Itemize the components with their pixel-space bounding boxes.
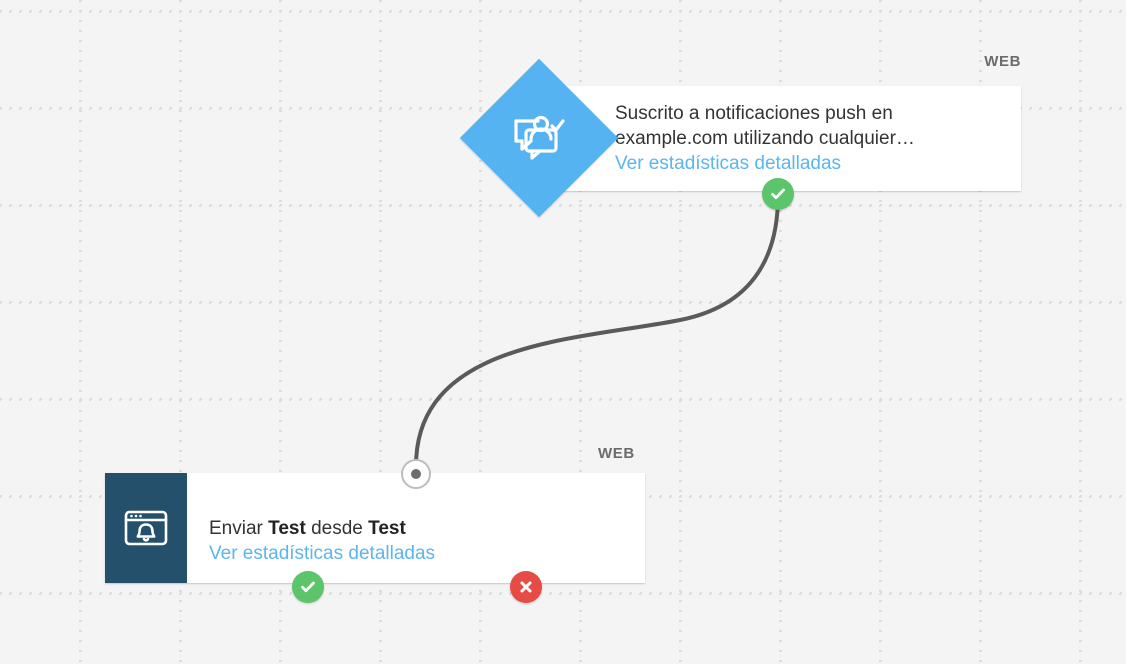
view-detailed-stats-link-send[interactable]: Ver estadísticas detalladas — [209, 542, 436, 564]
port-error-send[interactable] — [510, 571, 542, 603]
view-detailed-stats-link-subscribe[interactable]: Ver estadísticas detalladas — [615, 153, 842, 174]
browser-bell-icon — [105, 473, 187, 583]
node-card-send[interactable]: Enviar Test desde Test Ver estadísticas … — [105, 473, 645, 583]
port-input-dot — [411, 469, 421, 479]
node-title-subscribe: Suscrito a notificaciones push en exampl… — [615, 103, 915, 149]
node-title-send-middle: desde — [305, 517, 369, 539]
port-success-subscribe[interactable] — [762, 178, 794, 210]
node-content-subscribe: Suscrito a notificaciones push en exampl… — [557, 86, 1021, 191]
node-title-send-bold1: Test — [268, 517, 306, 539]
chat-person-check-icon — [459, 58, 619, 218]
port-success-send[interactable] — [292, 571, 324, 603]
node-content-send: Enviar Test desde Test Ver estadísticas … — [187, 473, 645, 583]
node-channel-label-subscribe: WEB — [984, 53, 1021, 70]
node-title-send: Enviar Test desde Test — [209, 491, 631, 541]
node-channel-label-send: WEB — [598, 445, 635, 462]
node-card-subscribe[interactable]: Suscrito a notificaciones push en exampl… — [557, 86, 1021, 191]
port-input-send[interactable] — [401, 459, 431, 489]
node-title-send-prefix: Enviar — [209, 517, 269, 539]
node-title-send-bold2: Test — [368, 517, 406, 539]
